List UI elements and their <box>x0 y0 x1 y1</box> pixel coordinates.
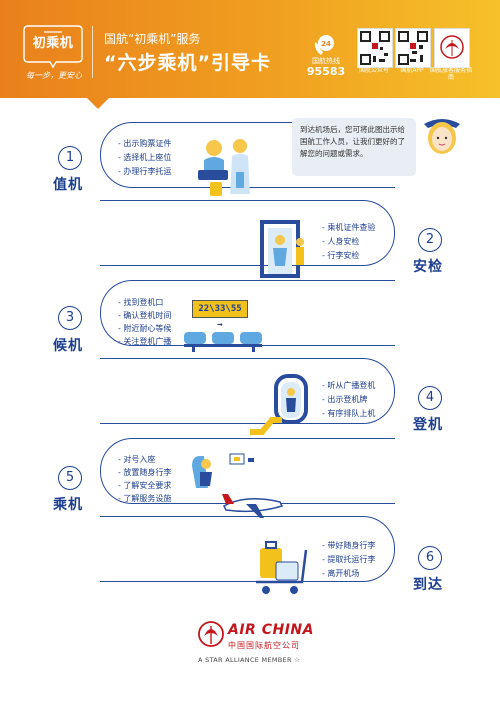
step-4-number: 4 <box>418 386 442 410</box>
step-2-number: 2 <box>418 228 442 252</box>
step-6-title: 到达 <box>413 577 443 593</box>
step-2-title: 安检 <box>413 259 443 275</box>
airline-name-cn: 中国国际航空公司 <box>228 641 300 650</box>
step-3-item-4: - 关注登机广播 <box>118 337 172 346</box>
cabin-seat-illustration <box>192 453 284 518</box>
alliance-text: A STAR ALLIANCE MEMBER ☆ <box>198 656 301 664</box>
header-divider <box>92 26 93 78</box>
step-2-item-1: - 乘机证件查验 <box>322 223 376 232</box>
header-notch <box>86 97 110 109</box>
step-3-item-1: - 找到登机口 <box>118 298 164 307</box>
step-5-item-1: - 对号入座 <box>118 455 156 464</box>
step-2-item-2: - 人身安检 <box>322 237 360 246</box>
step-1-item-2: - 选择机上座位 <box>118 153 172 162</box>
boarding-door-illustration <box>250 374 308 435</box>
step-4-item-3: - 有序排队上机 <box>322 409 376 418</box>
brand-slogan: 每一步，更安心 <box>26 71 82 80</box>
step-2-card <box>100 200 395 266</box>
check-in-illustration <box>198 139 250 196</box>
qr-label-app: 国航APP <box>400 67 424 74</box>
step-4-title: 登机 <box>413 417 443 433</box>
airline-name: AIR CHINA <box>228 622 314 638</box>
step-1-title: 值机 <box>53 177 83 193</box>
step-1-number: 1 <box>58 146 82 170</box>
step-6-item-1: - 带好随身行李 <box>322 541 376 550</box>
step-3-item-3: - 附近耐心等候 <box>118 324 172 333</box>
step-3-title: 候机 <box>53 338 83 354</box>
step-5-item-2: - 放置随身行李 <box>118 468 172 477</box>
step-6-card <box>100 516 395 582</box>
qr-code-guide[interactable] <box>434 28 470 68</box>
qr-label-wechat: 国航公众号 <box>358 67 389 74</box>
step-5-item-4: - 了解服务设施 <box>118 494 172 503</box>
step-1-item-1: - 出示购票证件 <box>118 139 172 148</box>
step-1-item-3: - 办理行李托运 <box>118 167 172 176</box>
step-5-title: 乘机 <box>53 497 83 513</box>
qr-label-guide: 国航旅客服务指南 <box>429 67 472 81</box>
step-6-item-3: - 离开机场 <box>322 569 360 578</box>
air-china-phoenix-logo <box>198 621 224 647</box>
logo-badge <box>23 25 83 68</box>
page-title: “六步乘机”引导卡 <box>104 52 271 74</box>
hotline-number: 95583 <box>306 65 346 78</box>
speech-bubble-text: 到达机场后，您可将此图出示给国航工作人员，让我们更好的了解您的问题或需求。 <box>300 125 405 158</box>
step-4-item-1: - 听从广播登机 <box>322 381 376 390</box>
step-5-card <box>100 438 395 504</box>
step-5-item-3: - 了解安全要求 <box>118 481 172 490</box>
gate-sign: 22\33\55 → <box>192 300 248 330</box>
step-3-item-2: - 确认登机时间 <box>118 311 172 320</box>
brand-name: 初乘机 <box>32 36 74 51</box>
header-subtitle: 国航“初乘机”服务 <box>104 32 201 46</box>
qr-code-app[interactable] <box>395 28 431 68</box>
baggage-cart-illustration <box>256 541 308 594</box>
step-2-item-3: - 行李安检 <box>322 251 360 260</box>
hotline-badge-text: 24 <box>321 40 331 48</box>
step-5-number: 5 <box>58 466 82 490</box>
step-6-number: 6 <box>418 546 442 570</box>
hotline-label: 国航热线 <box>312 57 340 65</box>
flight-attendant-avatar <box>424 119 460 154</box>
speech-bubble <box>292 118 416 176</box>
waiting-seats-illustration <box>184 332 262 352</box>
step-6-item-2: - 提取托运行李 <box>322 555 376 564</box>
security-gate-illustration <box>260 220 304 278</box>
step-4-card <box>100 358 395 424</box>
step-4-item-2: - 出示登机牌 <box>322 395 368 404</box>
qr-code-wechat[interactable] <box>357 28 393 68</box>
step-3-number: 3 <box>58 306 82 330</box>
phone-icon: 24 <box>314 35 334 55</box>
